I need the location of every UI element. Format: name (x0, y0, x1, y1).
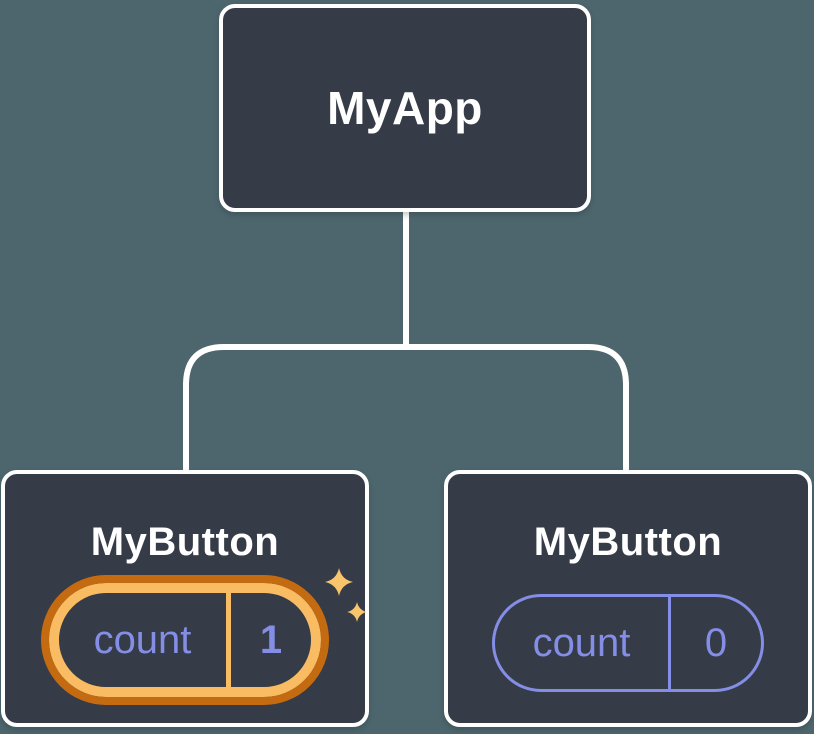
root-component-label: MyApp (327, 82, 483, 134)
state-name: count (93, 618, 192, 662)
child-component-node-highlighted: MyButton count 1 (1, 470, 369, 727)
pill-divider (226, 593, 231, 687)
child-component-node-plain: MyButton count 0 (444, 470, 812, 727)
child-component-label: MyButton (533, 520, 723, 564)
state-name: count (532, 621, 631, 665)
child-component-label: MyButton (90, 520, 280, 564)
state-value: 0 (704, 621, 728, 665)
sparkles-icon (325, 568, 367, 622)
state-pill-highlighted: count 1 (41, 575, 329, 705)
state-pill-plain: count 0 (492, 594, 764, 692)
state-value: 1 (259, 618, 283, 662)
pill-divider (668, 597, 671, 689)
root-component-node: MyApp (219, 4, 591, 212)
